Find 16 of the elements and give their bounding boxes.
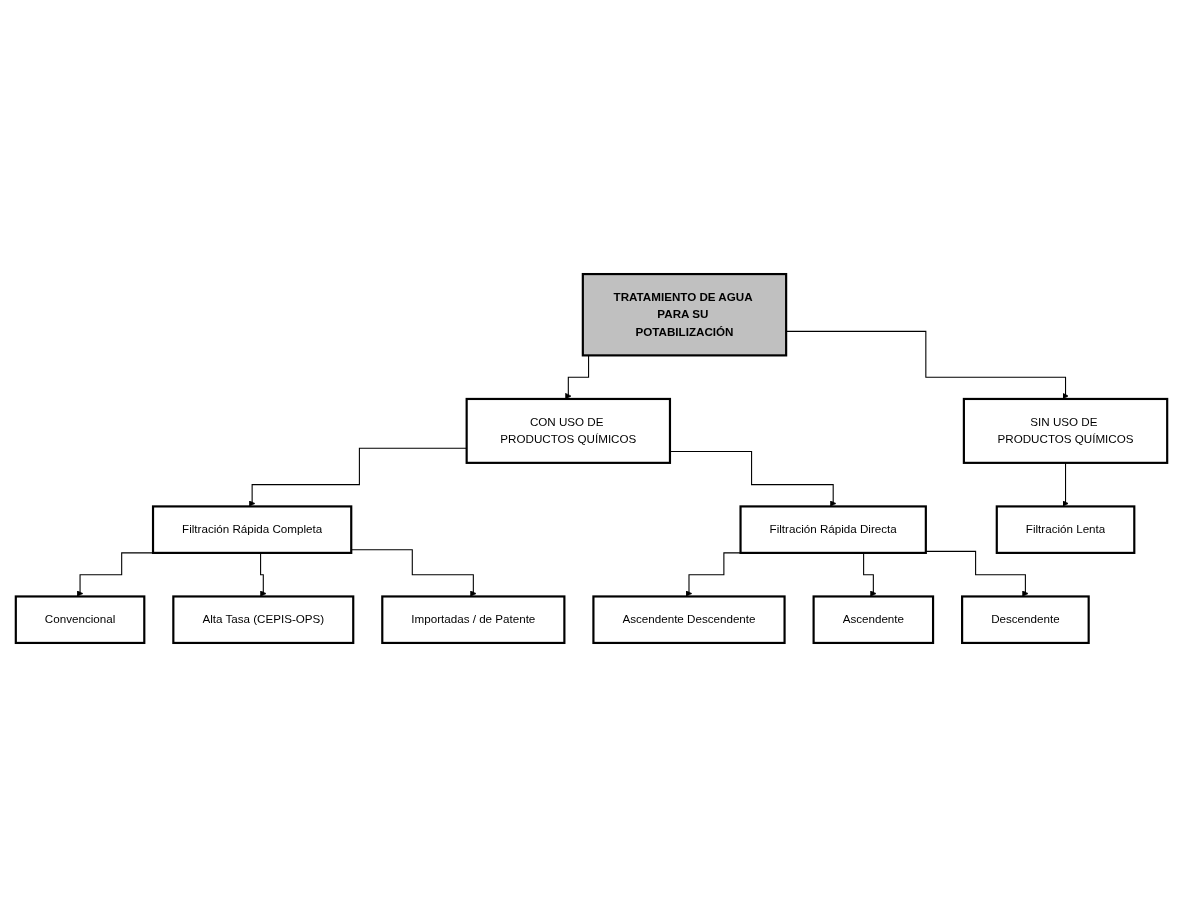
node-box: Filtración Rápida Completa: [151, 505, 353, 554]
node-box: CON USO DE PRODUCTOS QUÍMICOS: [465, 397, 672, 464]
arrow: [1062, 462, 1069, 507]
node-box: Importadas / de Patente: [381, 595, 566, 644]
arrow: [669, 451, 837, 507]
node-box: Alta Tasa (CEPIS-OPS): [172, 595, 355, 644]
node-box: Filtración Lenta: [995, 505, 1136, 554]
arrow: [257, 552, 267, 597]
node-box: TRATAMIENTO DE AGUA PARA SU POTABILIZACIÓN: [581, 273, 788, 357]
node-box: Convencional: [14, 595, 146, 644]
node-box: Ascendente Descendente: [592, 595, 786, 644]
arrow: [925, 550, 1029, 597]
node-box: SIN USO DE PRODUCTOS QUÍMICOS: [962, 397, 1169, 464]
node-box: Ascendente: [812, 595, 935, 644]
node-box: Filtración Rápida Directa: [739, 505, 927, 554]
node-box: Descendente: [961, 595, 1090, 644]
